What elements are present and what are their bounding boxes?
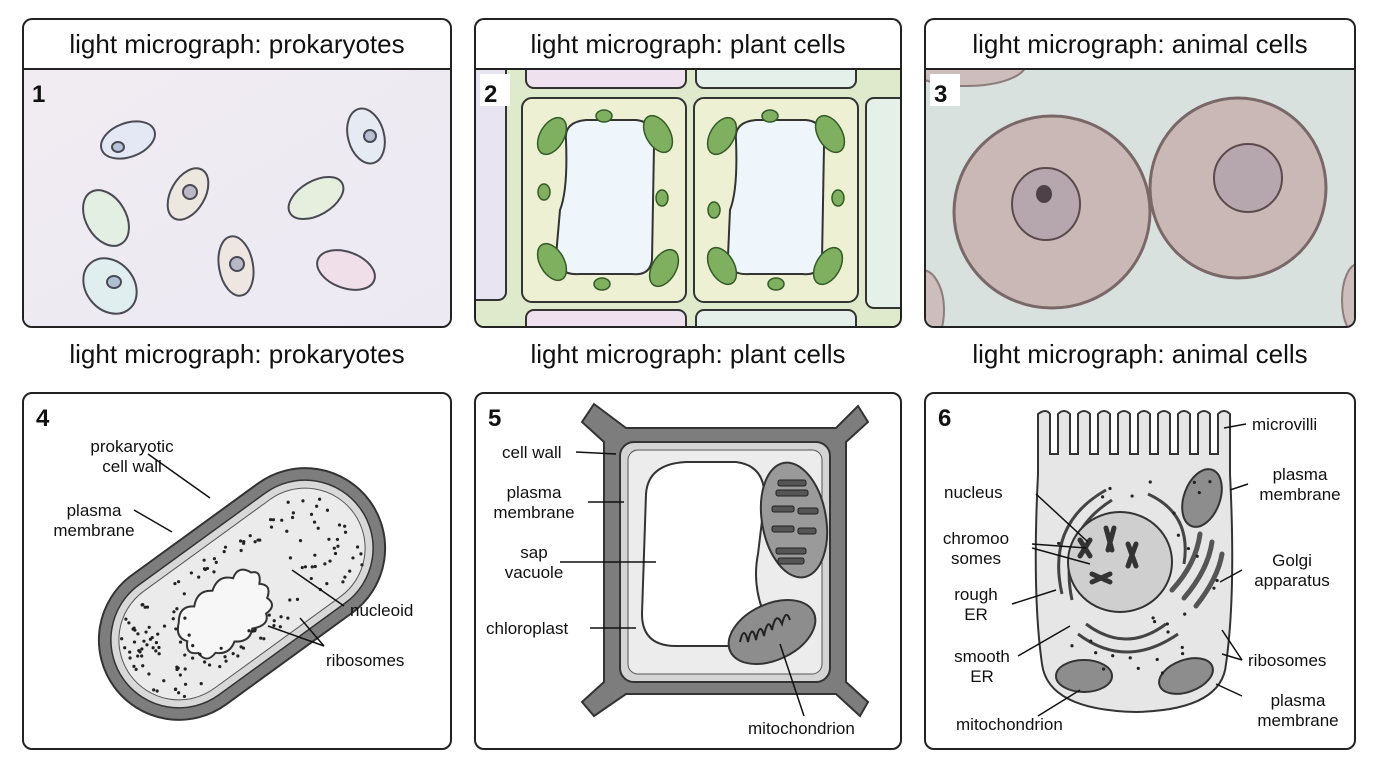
diagram-5-plant-cell: 5 ce: [474, 392, 902, 750]
mitochondrion-shapes: [1055, 468, 1223, 695]
panel-2-title-text: light micrograph: plant cells: [530, 28, 846, 59]
panel-2-caption: light micrograph: plant cells: [530, 339, 846, 369]
label-plasma-bottom: plasma: [1271, 691, 1326, 710]
label-rough: rough: [954, 585, 997, 604]
mitochondrion-shape: [727, 599, 817, 665]
panel-2-image: 2: [474, 68, 902, 328]
label-microvilli: microvilli: [1252, 415, 1317, 434]
nuclei: [1011, 143, 1283, 241]
label-nucleoid: nucleoid: [350, 601, 413, 620]
label-plasma-top: plasma: [1273, 465, 1328, 484]
plant-cell-micrograph: 2: [476, 70, 900, 326]
ribosome-dots: [120, 497, 364, 699]
label-rough-er: ER: [964, 605, 988, 624]
panel-3-title-text: light micrograph: animal cells: [972, 28, 1308, 59]
vacuoles: [554, 119, 826, 276]
animal-cell-diagram: 6: [938, 405, 1341, 734]
label-plasma: plasma: [507, 483, 562, 502]
diagram-6-number: 6: [938, 405, 951, 432]
panel-2-number: 2: [484, 81, 497, 108]
animal-cell-micrograph: 3: [926, 70, 1354, 326]
label-membrane-top: membrane: [1259, 485, 1340, 504]
bacterium-cells: [82, 107, 386, 315]
sap-vacuole-shape: [640, 461, 767, 647]
label-ribosomes: ribosomes: [1248, 651, 1326, 670]
label-chromosomes-2: somes: [951, 549, 1001, 568]
panel-3-title: light micrograph: animal cells: [924, 18, 1356, 68]
diagram-4-number: 4: [36, 405, 50, 432]
chloroplasts: [536, 109, 846, 291]
panel-3-image: 3: [924, 68, 1356, 328]
label-mitochondrion: mitochondrion: [956, 715, 1063, 734]
panel-1-title: light micrograph: prokaryotes: [22, 18, 452, 68]
panel-1-caption: light micrograph: prokaryotes: [69, 339, 405, 369]
panel-3-number: 3: [934, 81, 947, 108]
diagram-6-animal-cell: 6: [924, 392, 1356, 750]
label-smooth-er: ER: [970, 667, 994, 686]
label-plasma: plasma: [67, 501, 122, 520]
nucleus-shape: [1067, 511, 1173, 613]
ribosome-dots: [1057, 480, 1219, 675]
label-membrane: membrane: [53, 521, 134, 540]
panel-1-title-text: light micrograph: prokaryotes: [69, 28, 405, 59]
label-smooth: smooth: [954, 647, 1010, 666]
panel-1-number: 1: [32, 81, 45, 108]
chloroplast-shape: [759, 461, 829, 579]
label-vacuole: vacuole: [505, 563, 564, 582]
golgi-shape: [1169, 531, 1225, 609]
panel-2-title: light micrograph: plant cells: [474, 18, 902, 68]
label-nucleus: nucleus: [944, 483, 1003, 502]
label-cell-wall: cell wall: [502, 443, 562, 462]
prokaryote-micrograph: 1: [24, 70, 450, 326]
label-golgi: Golgi: [1272, 551, 1312, 570]
label-membrane-bottom: membrane: [1257, 711, 1338, 730]
plant-cell-diagram: 5 ce: [486, 402, 870, 738]
label-membrane: membrane: [493, 503, 574, 522]
label-mitochondrion: mitochondrion: [748, 719, 855, 738]
diagram-5-number: 5: [488, 405, 501, 432]
panel-3-caption: light micrograph: animal cells: [972, 339, 1308, 369]
label-chromosomes-1: chromoo: [943, 529, 1009, 548]
panel-1-image: 1: [22, 68, 452, 328]
label-sap: sap: [520, 543, 547, 562]
diagram-4-prokaryote: 4 prokaryotic cell wall plasma membrane …: [22, 392, 452, 750]
prokaryote-diagram: 4 prokaryotic cell wall plasma membrane …: [36, 405, 413, 721]
label-prokaryotic: prokaryotic: [90, 437, 174, 456]
label-cell-wall: cell wall: [102, 457, 162, 476]
label-chloroplast: chloroplast: [486, 619, 568, 638]
label-apparatus: apparatus: [1254, 571, 1330, 590]
label-ribosomes: ribosomes: [326, 651, 404, 670]
chromosome-shapes: [1077, 525, 1139, 585]
